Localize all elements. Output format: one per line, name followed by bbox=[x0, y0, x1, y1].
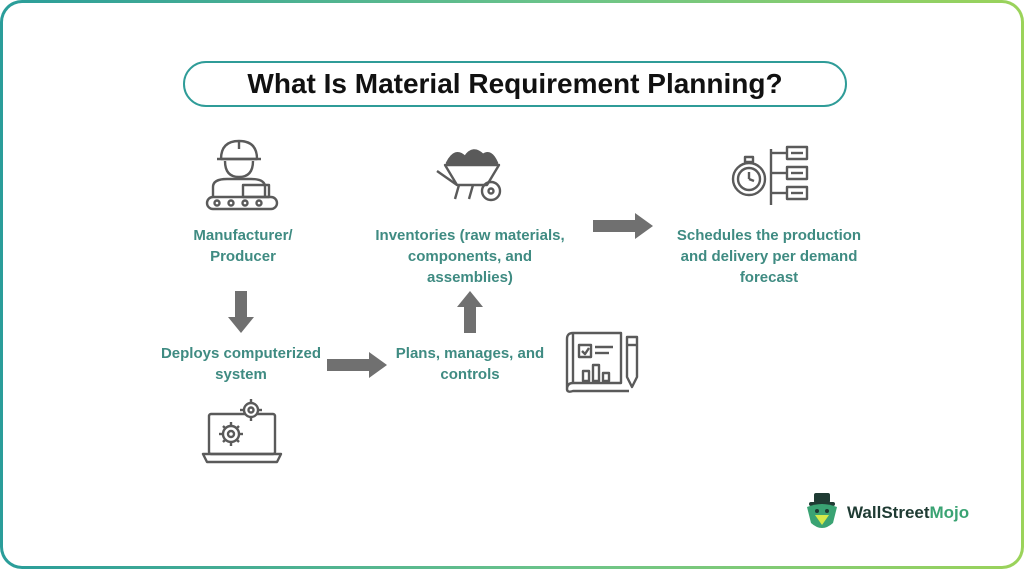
wallstreetmojo-logo: WallStreetMojo bbox=[803, 493, 969, 533]
logo-text-wall: Wall bbox=[847, 503, 882, 522]
wheelbarrow-icon bbox=[436, 149, 502, 202]
diagram-canvas: What Is Material Requirement Planning? bbox=[3, 3, 1021, 566]
logo-text-street: Street bbox=[881, 503, 930, 522]
arrow-right-deploys-to-plans bbox=[327, 352, 387, 378]
arrow-right-inventories-to-schedules bbox=[593, 213, 653, 239]
logo-text-mojo: Mojo bbox=[929, 503, 970, 522]
stopwatch-schedule-icon bbox=[731, 145, 809, 205]
page-title: What Is Material Requirement Planning? bbox=[183, 61, 847, 107]
wallstreetmojo-logo-icon bbox=[807, 493, 837, 528]
label-plans: Plans, manages, and controls bbox=[395, 345, 545, 383]
arrow-up bbox=[457, 291, 483, 333]
label-manufacturer: Manufacturer/ Producer bbox=[193, 227, 293, 265]
label-inventories: Inventories (raw materials, components, … bbox=[375, 227, 565, 286]
laptop-gears-icon bbox=[201, 399, 283, 464]
arrow-down bbox=[228, 291, 254, 333]
worker-icon bbox=[205, 139, 279, 211]
blueprint-icon bbox=[565, 331, 639, 393]
logo-text: WallStreetMojo bbox=[847, 503, 969, 523]
label-deploys: Deploys computerized system bbox=[160, 345, 322, 383]
label-schedules: Schedules the production and delivery pe… bbox=[676, 227, 862, 286]
